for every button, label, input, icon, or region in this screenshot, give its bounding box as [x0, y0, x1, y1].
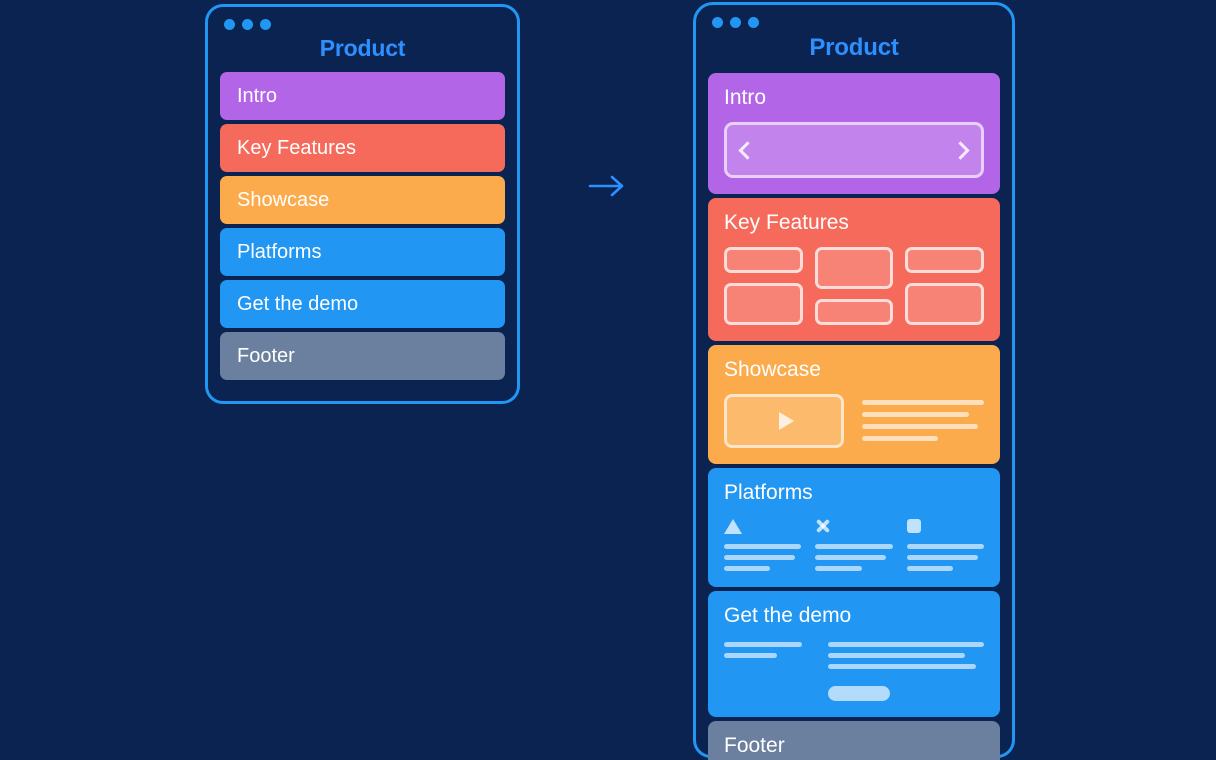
chevron-left-icon[interactable] — [738, 140, 757, 160]
outline-section-list: Intro Key Features Showcase Platforms Ge… — [208, 72, 517, 380]
window-controls — [224, 19, 271, 30]
intro-carousel[interactable] — [724, 122, 984, 178]
feature-card[interactable] — [814, 299, 894, 325]
section-key-features-title: Key Features — [724, 211, 849, 234]
feature-card[interactable] — [905, 247, 984, 273]
window-dot-close-icon[interactable] — [224, 19, 235, 30]
key-features-column — [814, 247, 894, 325]
platform-column[interactable] — [815, 517, 893, 571]
feature-card[interactable] — [905, 283, 984, 325]
text-placeholder-line — [862, 436, 938, 441]
outline-window-title: Product — [319, 35, 406, 61]
outline-row-showcase[interactable]: Showcase — [220, 176, 505, 224]
showcase-text-placeholder — [862, 394, 984, 441]
text-placeholder-line — [815, 555, 887, 560]
key-features-column — [905, 247, 984, 325]
section-showcase[interactable]: Showcase — [708, 345, 1000, 464]
demo-cta-button[interactable] — [828, 686, 890, 701]
text-placeholder-line — [828, 664, 977, 669]
text-placeholder-line — [862, 400, 984, 405]
chevron-right-icon[interactable] — [951, 140, 970, 160]
square-icon — [906, 519, 921, 533]
window-dot-maximize-icon[interactable] — [748, 17, 759, 28]
platforms-row — [724, 517, 984, 571]
section-footer[interactable]: Footer — [708, 721, 1000, 760]
outline-row-label: Footer — [237, 344, 295, 367]
platform-icon-slot — [815, 517, 892, 535]
text-placeholder-line — [724, 544, 802, 549]
showcase-video-player[interactable] — [724, 394, 844, 448]
feature-card[interactable] — [814, 247, 894, 289]
section-key-features[interactable]: Key Features — [708, 198, 1000, 341]
text-placeholder-line — [862, 424, 978, 429]
detail-section-list: Intro Key Features — [696, 73, 1012, 760]
section-platforms-title: Platforms — [724, 481, 813, 504]
window-controls — [712, 17, 759, 28]
platform-column[interactable] — [724, 517, 802, 571]
outline-row-label: Showcase — [237, 188, 330, 211]
text-placeholder-line — [724, 566, 771, 571]
outline-row-label: Key Features — [237, 136, 356, 159]
outline-row-intro[interactable]: Intro — [220, 72, 505, 120]
section-platforms[interactable]: Platforms — [708, 468, 1000, 587]
text-placeholder-line — [724, 653, 778, 658]
window-dot-close-icon[interactable] — [712, 17, 723, 28]
text-placeholder-line — [828, 653, 966, 658]
play-triangle-icon[interactable] — [778, 412, 794, 430]
get-the-demo-row — [724, 640, 984, 701]
outline-window: Product Intro Key Features Showcase Plat… — [205, 4, 520, 404]
text-placeholder-line — [906, 566, 954, 571]
cross-icon — [815, 518, 831, 534]
text-placeholder-line — [862, 412, 970, 417]
text-placeholder-line — [815, 566, 862, 571]
section-intro-title: Intro — [724, 86, 767, 109]
text-placeholder-line — [828, 642, 984, 647]
outline-row-platforms[interactable]: Platforms — [220, 228, 505, 276]
platform-text-placeholder — [906, 544, 984, 571]
outline-row-key-features[interactable]: Key Features — [220, 124, 505, 172]
platform-icon-slot — [724, 517, 801, 535]
outline-row-label: Get the demo — [237, 292, 359, 315]
window-dot-minimize-icon[interactable] — [730, 17, 741, 28]
outline-row-label: Platforms — [237, 240, 322, 263]
arrow-right-icon — [588, 175, 624, 197]
key-features-column — [724, 247, 803, 325]
window-dot-minimize-icon[interactable] — [242, 19, 253, 30]
section-intro[interactable]: Intro — [708, 73, 1000, 194]
text-placeholder-line — [815, 544, 893, 549]
text-placeholder-line — [906, 555, 978, 560]
outline-row-label: Intro — [237, 84, 278, 107]
detail-window-title: Product — [809, 34, 899, 61]
text-placeholder-line — [724, 555, 796, 560]
platform-text-placeholder — [815, 544, 893, 571]
demo-form-placeholder — [828, 640, 984, 701]
feature-card[interactable] — [724, 283, 803, 325]
demo-label-placeholder — [724, 640, 802, 658]
feature-card[interactable] — [724, 247, 803, 273]
text-placeholder-line — [906, 544, 984, 549]
showcase-row — [724, 394, 984, 448]
demo-form-lines — [828, 642, 984, 669]
platform-text-placeholder — [724, 544, 802, 571]
window-dot-maximize-icon[interactable] — [260, 19, 271, 30]
platform-column[interactable] — [906, 517, 984, 571]
section-get-the-demo[interactable]: Get the demo — [708, 591, 1000, 717]
section-footer-title: Footer — [724, 734, 785, 757]
detail-window: Product Intro Key Features — [693, 2, 1015, 760]
section-showcase-title: Showcase — [724, 358, 821, 381]
outline-row-get-the-demo[interactable]: Get the demo — [220, 280, 505, 328]
key-features-grid — [724, 247, 984, 325]
text-placeholder-line — [724, 642, 802, 647]
outline-row-footer[interactable]: Footer — [220, 332, 505, 380]
platform-icon-slot — [906, 517, 984, 535]
section-get-the-demo-title: Get the demo — [724, 604, 852, 627]
triangle-icon — [724, 518, 742, 534]
